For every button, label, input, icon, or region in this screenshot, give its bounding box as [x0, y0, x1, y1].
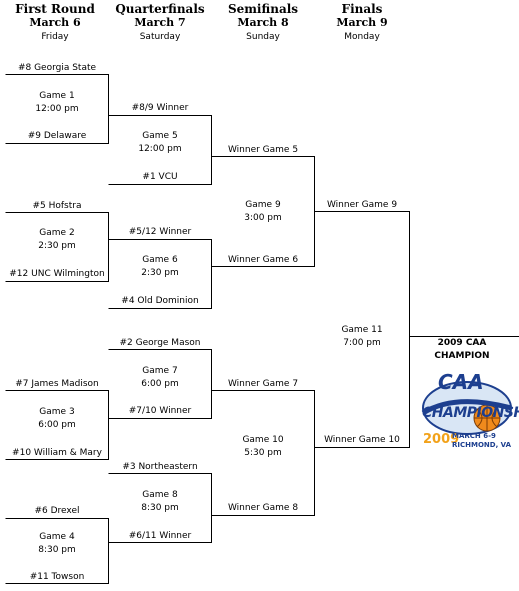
game-number: Game 5	[142, 131, 178, 141]
game-time: 5:30 pm	[244, 448, 282, 458]
team-slot: #7/10 Winner	[128, 406, 192, 416]
team-slot: Winner Game 8	[227, 503, 299, 513]
game-number: Game 9	[245, 200, 281, 210]
round-name: First Round	[15, 2, 95, 16]
game-label: Game 1 12:00 pm	[5, 90, 109, 116]
team-slot: Winner Game 6	[227, 255, 299, 265]
game-label: Game 2 2:30 pm	[5, 227, 109, 253]
bracket-line-game1	[5, 74, 109, 144]
bracket-line-game11	[314, 211, 410, 448]
champion-label: 2009 CAA CHAMPION	[410, 337, 514, 363]
game-time: 8:30 pm	[141, 503, 179, 513]
game-number: Game 8	[142, 490, 178, 500]
team-slot: #9 Delaware	[27, 131, 87, 141]
round-day: Friday	[41, 32, 69, 42]
team-slot: #10 William & Mary	[12, 448, 102, 458]
round-date: March 8	[237, 16, 289, 29]
logo-caa-text: CAA	[438, 370, 484, 394]
game-time: 2:30 pm	[38, 241, 76, 251]
round-day: Monday	[344, 32, 380, 42]
game-number: Game 2	[39, 228, 75, 238]
game-number: Game 3	[39, 407, 75, 417]
round-day: Sunday	[246, 32, 280, 42]
game-time: 12:00 pm	[35, 104, 79, 114]
game-time: 7:00 pm	[343, 338, 381, 348]
bracket-line-game8	[108, 473, 212, 543]
round-header-semifinals: Semifinals March 8 Sunday	[211, 2, 315, 42]
champion-line2: CHAMPION	[434, 351, 490, 361]
round-header-first-round: First Round March 6 Friday	[3, 2, 107, 42]
logo-dates: MARCH 6-9	[452, 432, 496, 440]
team-slot: #8/9 Winner	[131, 103, 189, 113]
team-slot: #11 Towson	[29, 572, 85, 582]
logo-championship-text: CHAMPIONSHIP	[422, 405, 519, 421]
team-slot: #8 Georgia State	[17, 63, 97, 73]
team-slot: #6/11 Winner	[128, 531, 192, 541]
game-number: Game 4	[39, 532, 75, 542]
round-header-finals: Finals March 9 Monday	[310, 2, 414, 42]
logo-dates-text: MARCH 6-9 RICHMOND, VA	[452, 432, 511, 450]
game-time: 12:00 pm	[138, 144, 182, 154]
game-time: 2:30 pm	[141, 268, 179, 278]
team-slot: #5/12 Winner	[128, 227, 192, 237]
game-label: Game 11 7:00 pm	[310, 324, 414, 350]
game-number: Game 7	[142, 366, 178, 376]
bracket-line-game7	[108, 349, 212, 419]
round-date: March 9	[336, 16, 388, 29]
round-date: March 7	[134, 16, 186, 29]
game-label: Game 8 8:30 pm	[108, 489, 212, 515]
game-number: Game 1	[39, 91, 75, 101]
round-name: Semifinals	[227, 2, 299, 16]
round-name: Quarterfinals	[115, 2, 205, 16]
team-slot: #1 VCU	[142, 172, 178, 182]
team-slot: #6 Drexel	[34, 506, 80, 516]
team-slot: Winner Game 9	[326, 200, 398, 210]
logo-city: RICHMOND, VA	[452, 441, 512, 449]
game-label: Game 9 3:00 pm	[211, 199, 315, 225]
team-slot: Winner Game 10	[324, 435, 400, 445]
game-time: 3:00 pm	[244, 213, 282, 223]
round-date: March 6	[29, 16, 81, 29]
bracket-line-game4	[5, 518, 109, 584]
champion-line1: 2009 CAA	[437, 338, 487, 348]
logo-year-text: 2009	[423, 432, 460, 447]
bracket-line-game3	[5, 390, 109, 460]
team-slot: #7 James Madison	[15, 379, 99, 389]
game-number: Game 6	[142, 255, 178, 265]
game-label: Game 6 2:30 pm	[108, 254, 212, 280]
team-slot: #12 UNC Wilmington	[9, 269, 105, 279]
game-time: 8:30 pm	[38, 545, 76, 555]
game-label: Game 4 8:30 pm	[5, 531, 109, 557]
team-slot: Winner Game 7	[227, 379, 299, 389]
team-slot: #4 Old Dominion	[121, 296, 199, 306]
bracket-line-game2	[5, 212, 109, 282]
game-label: Game 3 6:00 pm	[5, 406, 109, 432]
caa-championship-logo-icon	[421, 381, 512, 435]
team-slot: #5 Hofstra	[32, 201, 82, 211]
team-slot: #2 George Mason	[119, 338, 201, 348]
bracket-line-game6	[108, 239, 212, 309]
round-header-quarterfinals: Quarterfinals March 7 Saturday	[108, 2, 212, 42]
game-number: Game 11	[341, 325, 383, 335]
bracket-line-game5	[108, 115, 212, 185]
game-time: 6:00 pm	[141, 379, 179, 389]
game-label: Game 7 6:00 pm	[108, 365, 212, 391]
game-label: Game 5 12:00 pm	[108, 130, 212, 156]
round-day: Saturday	[139, 32, 181, 42]
bracket-line-game10	[211, 390, 315, 516]
game-time: 6:00 pm	[38, 420, 76, 430]
game-number: Game 10	[242, 435, 284, 445]
game-label: Game 10 5:30 pm	[211, 434, 315, 460]
round-name: Finals	[341, 2, 383, 16]
team-slot: Winner Game 5	[227, 145, 299, 155]
team-slot: #3 Northeastern	[122, 462, 198, 472]
